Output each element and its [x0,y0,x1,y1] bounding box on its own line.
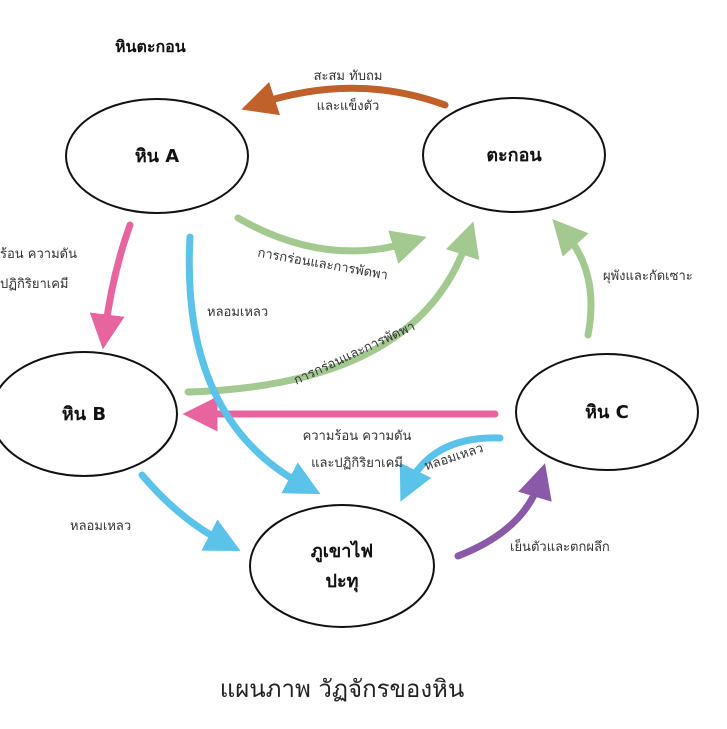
arrow-magma-to-rock-c [454,463,552,560]
edge-label-metamorphism-a-1: ร้อน ความดัน [0,247,77,262]
node-sediment [422,97,606,213]
arrow-rock-c-to-sediment [552,218,595,339]
node-magma-label-line2: ปะทุ [326,571,359,593]
arrow-rock-a-to-magma [185,233,321,495]
diagram-caption: แผนภาพ วัฏจักรของหิน [220,675,465,703]
edge-label-melting-b: หลอมเหลว [70,519,131,534]
node-magma [249,504,435,628]
edge-label-deposition-2: และแข็งตัว [317,96,380,114]
arrow-rock-b-to-sediment [184,221,480,396]
node-rock-c-label: หิน C [585,402,629,423]
edge-label-metamorphism-c-1: ความร้อน ความดัน [303,429,412,444]
edge-label-weathering: ผุพังและกัดเซาะ [603,269,693,284]
arrow-rock-a-to-sediment [234,214,427,264]
arrow-sediment-to-rock-a [241,81,449,116]
arrow-rock-c-to-magma [399,434,504,502]
arrow-rock-a-to-rock-b [89,221,134,350]
edge-label-deposition-1: สะสม ทับถม [314,69,383,84]
node-sediment-label: ตะกอน [486,145,542,166]
arrow-rock-b-to-magma [138,471,241,551]
edge-label-erosion-b: การกร่อนและการพัดพา [291,319,417,388]
edge-label-cooling: เย็นตัวและตกผลึก [510,537,610,555]
edge-label-melting-a: หลอมเหลว [207,305,268,320]
node-rock-a-label: หิน A [135,146,179,167]
edge-label-metamorphism-a-2: ปฏิกิริยาเคมี [0,276,68,292]
node-rock-b-label: หิน B [62,404,106,425]
node-rock-a [65,98,249,214]
diagram-title: หินตะกอน [115,37,186,56]
node-rock-b [0,351,178,477]
node-rock-c [515,353,699,471]
edge-label-metamorphism-c-2: และปฏิกิริยาเคมี [311,455,403,471]
node-magma-label-line1: ภูเขาไฟ [311,540,373,563]
